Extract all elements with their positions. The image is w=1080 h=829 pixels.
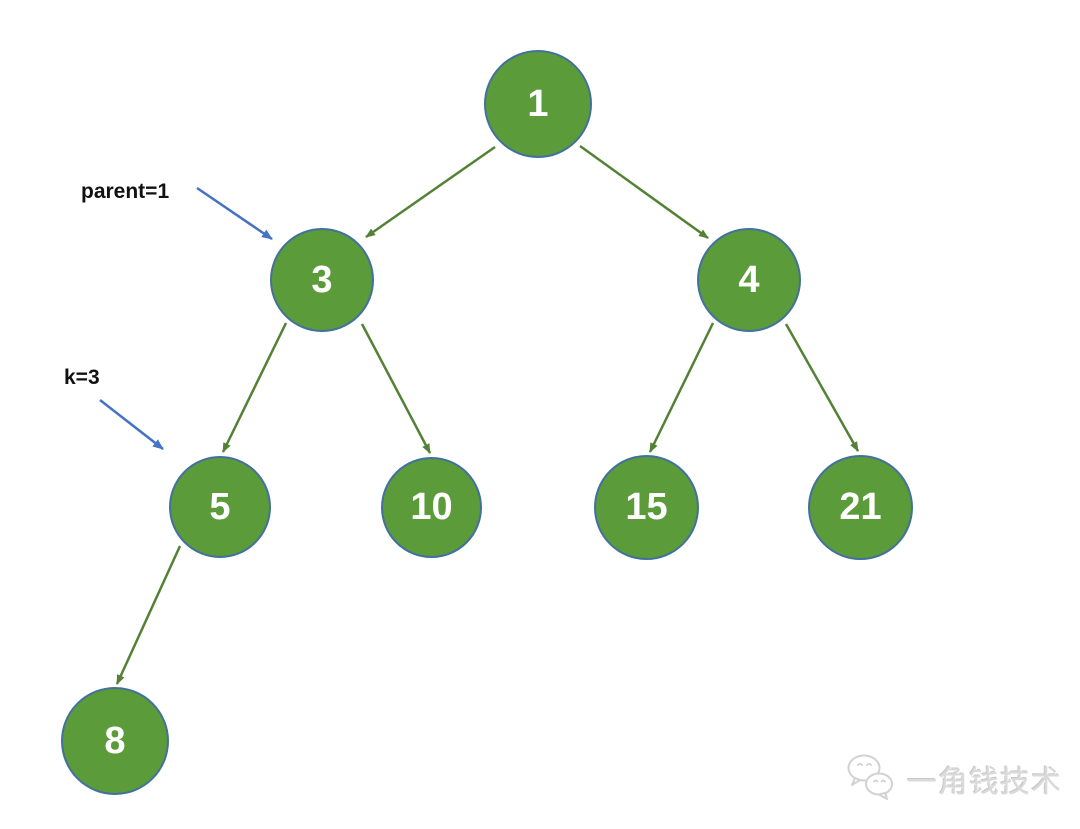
tree-node-5: 5: [169, 456, 271, 558]
annotation-parent-label: parent=1: [81, 180, 170, 203]
tree-node-4-label: 4: [738, 258, 760, 301]
tree-node-1-label: 1: [527, 82, 549, 125]
tree-node-10-label: 10: [410, 486, 453, 528]
watermark-text: 一角钱技术: [907, 766, 1062, 799]
tree-node-21-label: 21: [839, 486, 882, 528]
tree-node-8-label: 8: [104, 719, 126, 762]
watermark: 一角钱技术: [843, 753, 1062, 805]
edge-4-to-21: [784, 323, 860, 452]
edge-3-to-5: [221, 322, 288, 453]
tree-node-5-label: 5: [209, 485, 231, 528]
tree-node-15-label: 15: [625, 486, 668, 528]
edge-5-to-8: [115, 545, 182, 685]
tree-node-8: 8: [61, 687, 169, 795]
edge-1-to-4: [579, 144, 709, 240]
tree-node-15: 15: [594, 455, 699, 560]
edge-4-to-15: [648, 322, 715, 453]
tree-node-3: 3: [270, 228, 374, 332]
edge-3-to-10: [360, 323, 432, 454]
tree-node-10: 10: [381, 457, 482, 558]
annotation-arrow-parent: [196, 186, 273, 241]
tree-node-3-label: 3: [311, 258, 333, 301]
tree-node-4: 4: [697, 228, 801, 332]
wechat-bubbles-icon: [847, 754, 893, 800]
tree-node-21: 21: [808, 455, 913, 560]
annotation-k-label: k=3: [64, 366, 100, 389]
tree-node-1: 1: [484, 50, 592, 158]
annotation-arrow-k: [99, 399, 164, 450]
edge-1-to-3: [365, 145, 496, 239]
